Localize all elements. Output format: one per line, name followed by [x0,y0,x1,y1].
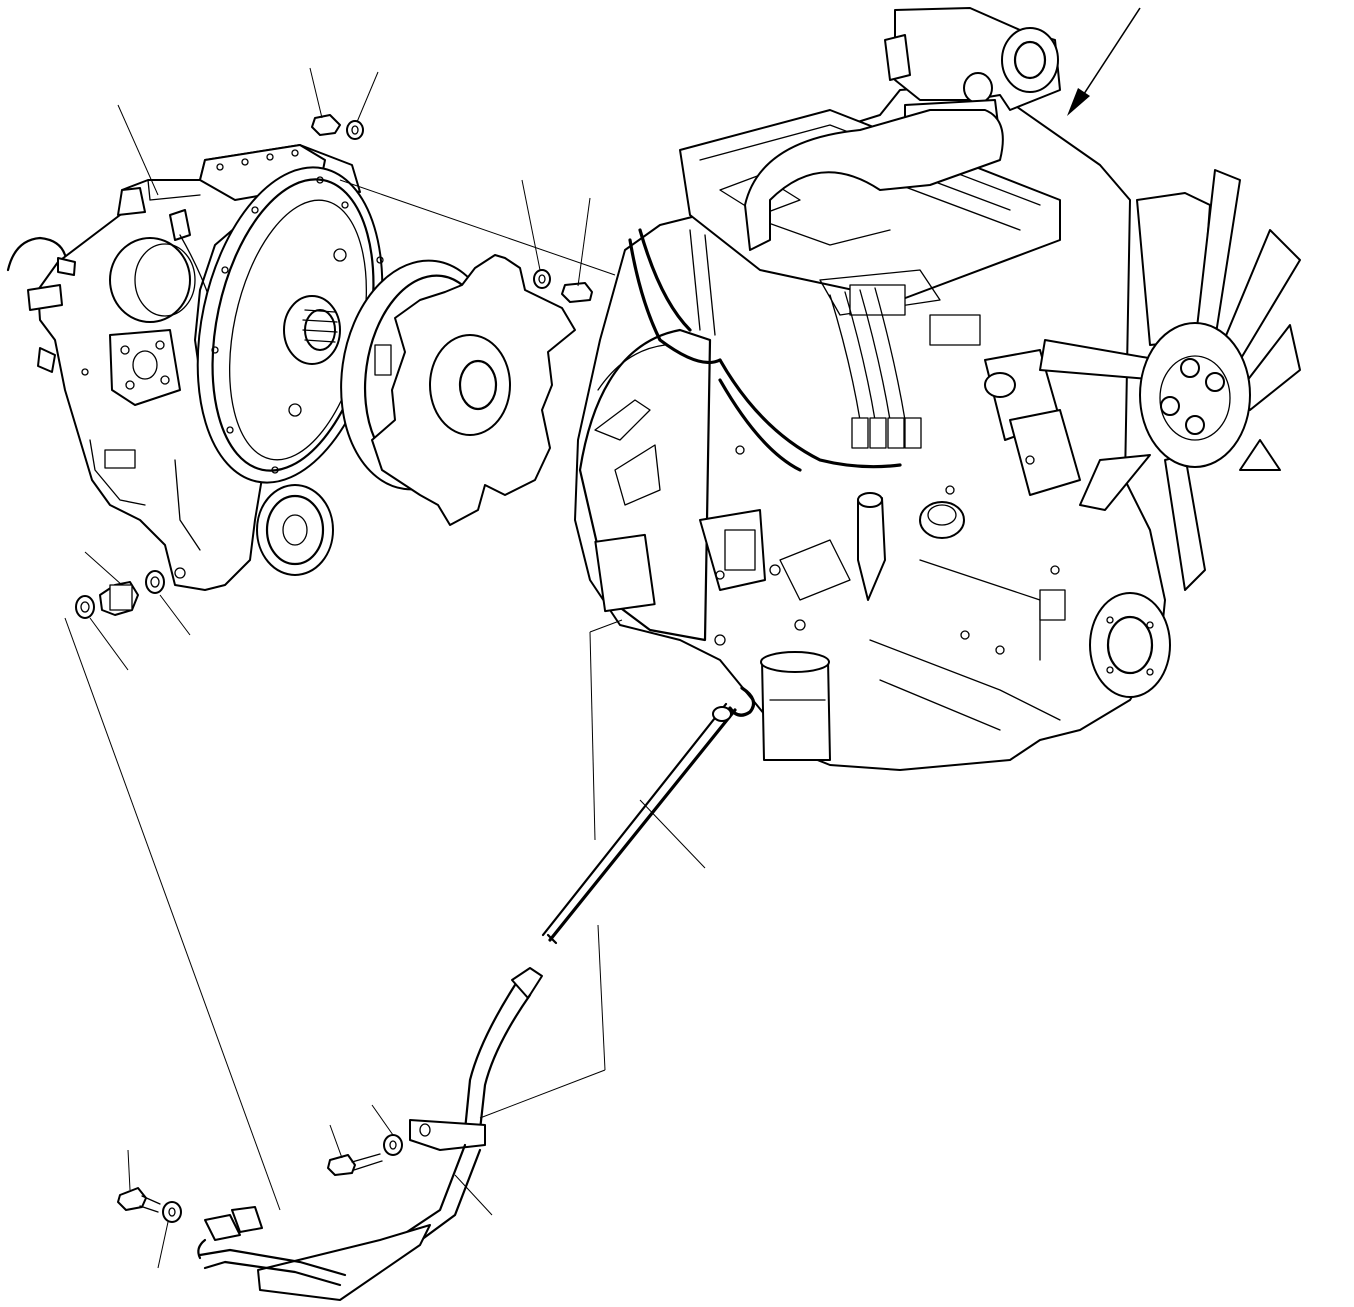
pulley-icon [256,484,334,576]
engine-block-icon [574,84,1166,771]
drive-plate-icon [371,254,576,526]
bolt-icon [311,114,364,140]
fitting-icon [75,570,165,619]
leader-lines [64,67,706,1269]
bolt-icon [327,1134,403,1176]
view-arrow-icon [1067,7,1141,116]
dipstick-tube-icon [197,967,543,1301]
bolt-icon [117,1187,182,1223]
dipstick-icon [541,686,756,945]
cooling-fan-icon [1039,169,1301,698]
bolt-icon [533,269,593,303]
turbocharger-icon [744,7,1061,251]
